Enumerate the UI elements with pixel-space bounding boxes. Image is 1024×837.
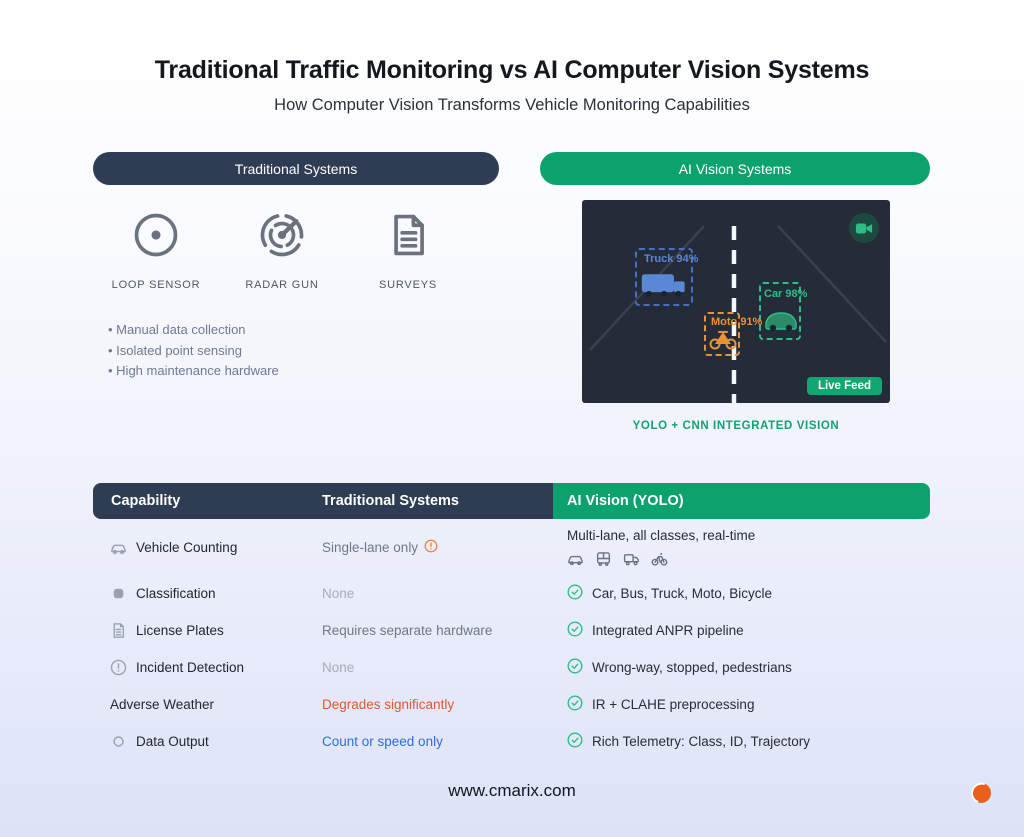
table-row: Vehicle Counting Single-lane only Multi-…	[93, 519, 930, 575]
vehicle-class-icons	[567, 550, 930, 567]
alert-circle-icon	[110, 659, 127, 676]
camera-badge	[849, 213, 879, 243]
traditional-devices: LOOP SENSOR RADAR GUN SURVE	[93, 209, 473, 291]
ai-feed-caption: YOLO + CNN INTEGRATED VISION	[632, 420, 840, 432]
road-markings	[589, 225, 887, 403]
ai-value: Integrated ANPR pipeline	[592, 623, 744, 638]
device-label: RADAR GUN	[245, 279, 319, 291]
radar-gun-icon	[256, 209, 308, 266]
capability-label: License Plates	[136, 623, 224, 638]
capability-label: Data Output	[136, 734, 209, 749]
check-icon	[567, 732, 583, 751]
vehicle-icon	[110, 539, 127, 556]
comparison-table-header: Capability Traditional Systems AI Vision…	[93, 483, 930, 519]
live-feed-badge: Live Feed	[806, 377, 882, 395]
moto-detection-label: Moto 91%	[711, 316, 763, 328]
car-glyph-icon	[765, 312, 797, 332]
footer-url: www.cmarix.com	[448, 781, 576, 800]
loop-sensor-icon	[130, 209, 182, 266]
capability-label: Incident Detection	[136, 660, 245, 675]
capability-label: Adverse Weather	[110, 697, 215, 712]
traditional-value: Count or speed only	[322, 734, 443, 749]
bullet-item: High maintenance hardware	[108, 361, 279, 382]
traditional-systems-header: Traditional Systems	[93, 152, 499, 185]
check-icon	[567, 695, 583, 714]
ai-vision-systems-header: AI Vision Systems	[540, 152, 930, 185]
bus-icon	[596, 551, 611, 566]
table-row: Incident Detection None Wrong-way, stopp…	[93, 649, 930, 686]
bullet-item: Isolated point sensing	[108, 341, 279, 362]
traditional-value: Degrades significantly	[322, 697, 455, 712]
moto-glyph-icon	[709, 331, 737, 350]
video-camera-icon	[855, 223, 873, 233]
check-icon	[567, 658, 583, 677]
truck-detection-box: Truck 94%	[635, 248, 698, 306]
table-row: Classification None Car, Bus, Truck, Mot…	[93, 575, 930, 612]
ai-value: IR + CLAHE preprocessing	[592, 697, 755, 712]
ai-value: Rich Telemetry: Class, ID, Trajectory	[592, 734, 811, 749]
device-radar-gun: RADAR GUN	[219, 209, 345, 291]
ai-value: Wrong-way, stopped, pedestrians	[592, 660, 792, 675]
check-icon	[567, 584, 583, 603]
traditional-bullets: Manual data collection Isolated point se…	[108, 320, 279, 382]
traditional-value: Single-lane only	[322, 539, 419, 555]
car-icon	[568, 555, 583, 565]
surveys-icon	[382, 209, 434, 266]
ai-feed-panel: Truck 94% Car 98% Moto 91%	[582, 200, 890, 403]
page-subtitle: How Computer Vision Transforms Vehicle M…	[274, 96, 750, 114]
tag-icon	[110, 585, 127, 602]
ai-value: Car, Bus, Truck, Moto, Bicycle	[592, 586, 773, 601]
warning-icon	[424, 539, 438, 556]
document-icon	[110, 622, 127, 639]
circle-icon	[110, 733, 127, 750]
device-label: SURVEYS	[379, 279, 437, 291]
capability-label: Classification	[136, 586, 216, 601]
car-detection-label: Car 98%	[764, 288, 808, 300]
table-row: Data Output Count or speed only Rich Tel…	[93, 723, 930, 760]
ai-value: Multi-lane, all classes, real-time	[567, 527, 756, 543]
traditional-value: None	[322, 586, 355, 601]
device-label: LOOP SENSOR	[111, 279, 201, 291]
device-surveys: SURVEYS	[345, 209, 471, 291]
traditional-value: Requires separate hardware	[322, 623, 493, 638]
car-detection-box: Car 98%	[759, 282, 807, 340]
cmarix-logo	[970, 782, 992, 804]
header-capability: Capability	[93, 483, 322, 519]
page-title: Traditional Traffic Monitoring vs AI Com…	[154, 56, 870, 84]
comparison-table-body: Vehicle Counting Single-lane only Multi-…	[93, 519, 930, 760]
truck-detection-label: Truck 94%	[644, 253, 699, 265]
truck-icon	[623, 553, 639, 565]
header-traditional: Traditional Systems	[322, 483, 553, 519]
bullet-item: Manual data collection	[108, 320, 279, 341]
table-row: Adverse Weather Degrades significantly I…	[93, 686, 930, 723]
traditional-value: None	[322, 660, 355, 675]
table-row: License Plates Requires separate hardwar…	[93, 612, 930, 649]
header-ai-vision: AI Vision (YOLO)	[553, 483, 930, 519]
device-loop-sensor: LOOP SENSOR	[93, 209, 219, 291]
capability-label: Vehicle Counting	[136, 539, 238, 555]
moto-detection-box: Moto 91%	[704, 312, 762, 356]
bicycle-icon	[651, 552, 668, 566]
check-icon	[567, 621, 583, 640]
truck-glyph-icon	[641, 274, 685, 297]
